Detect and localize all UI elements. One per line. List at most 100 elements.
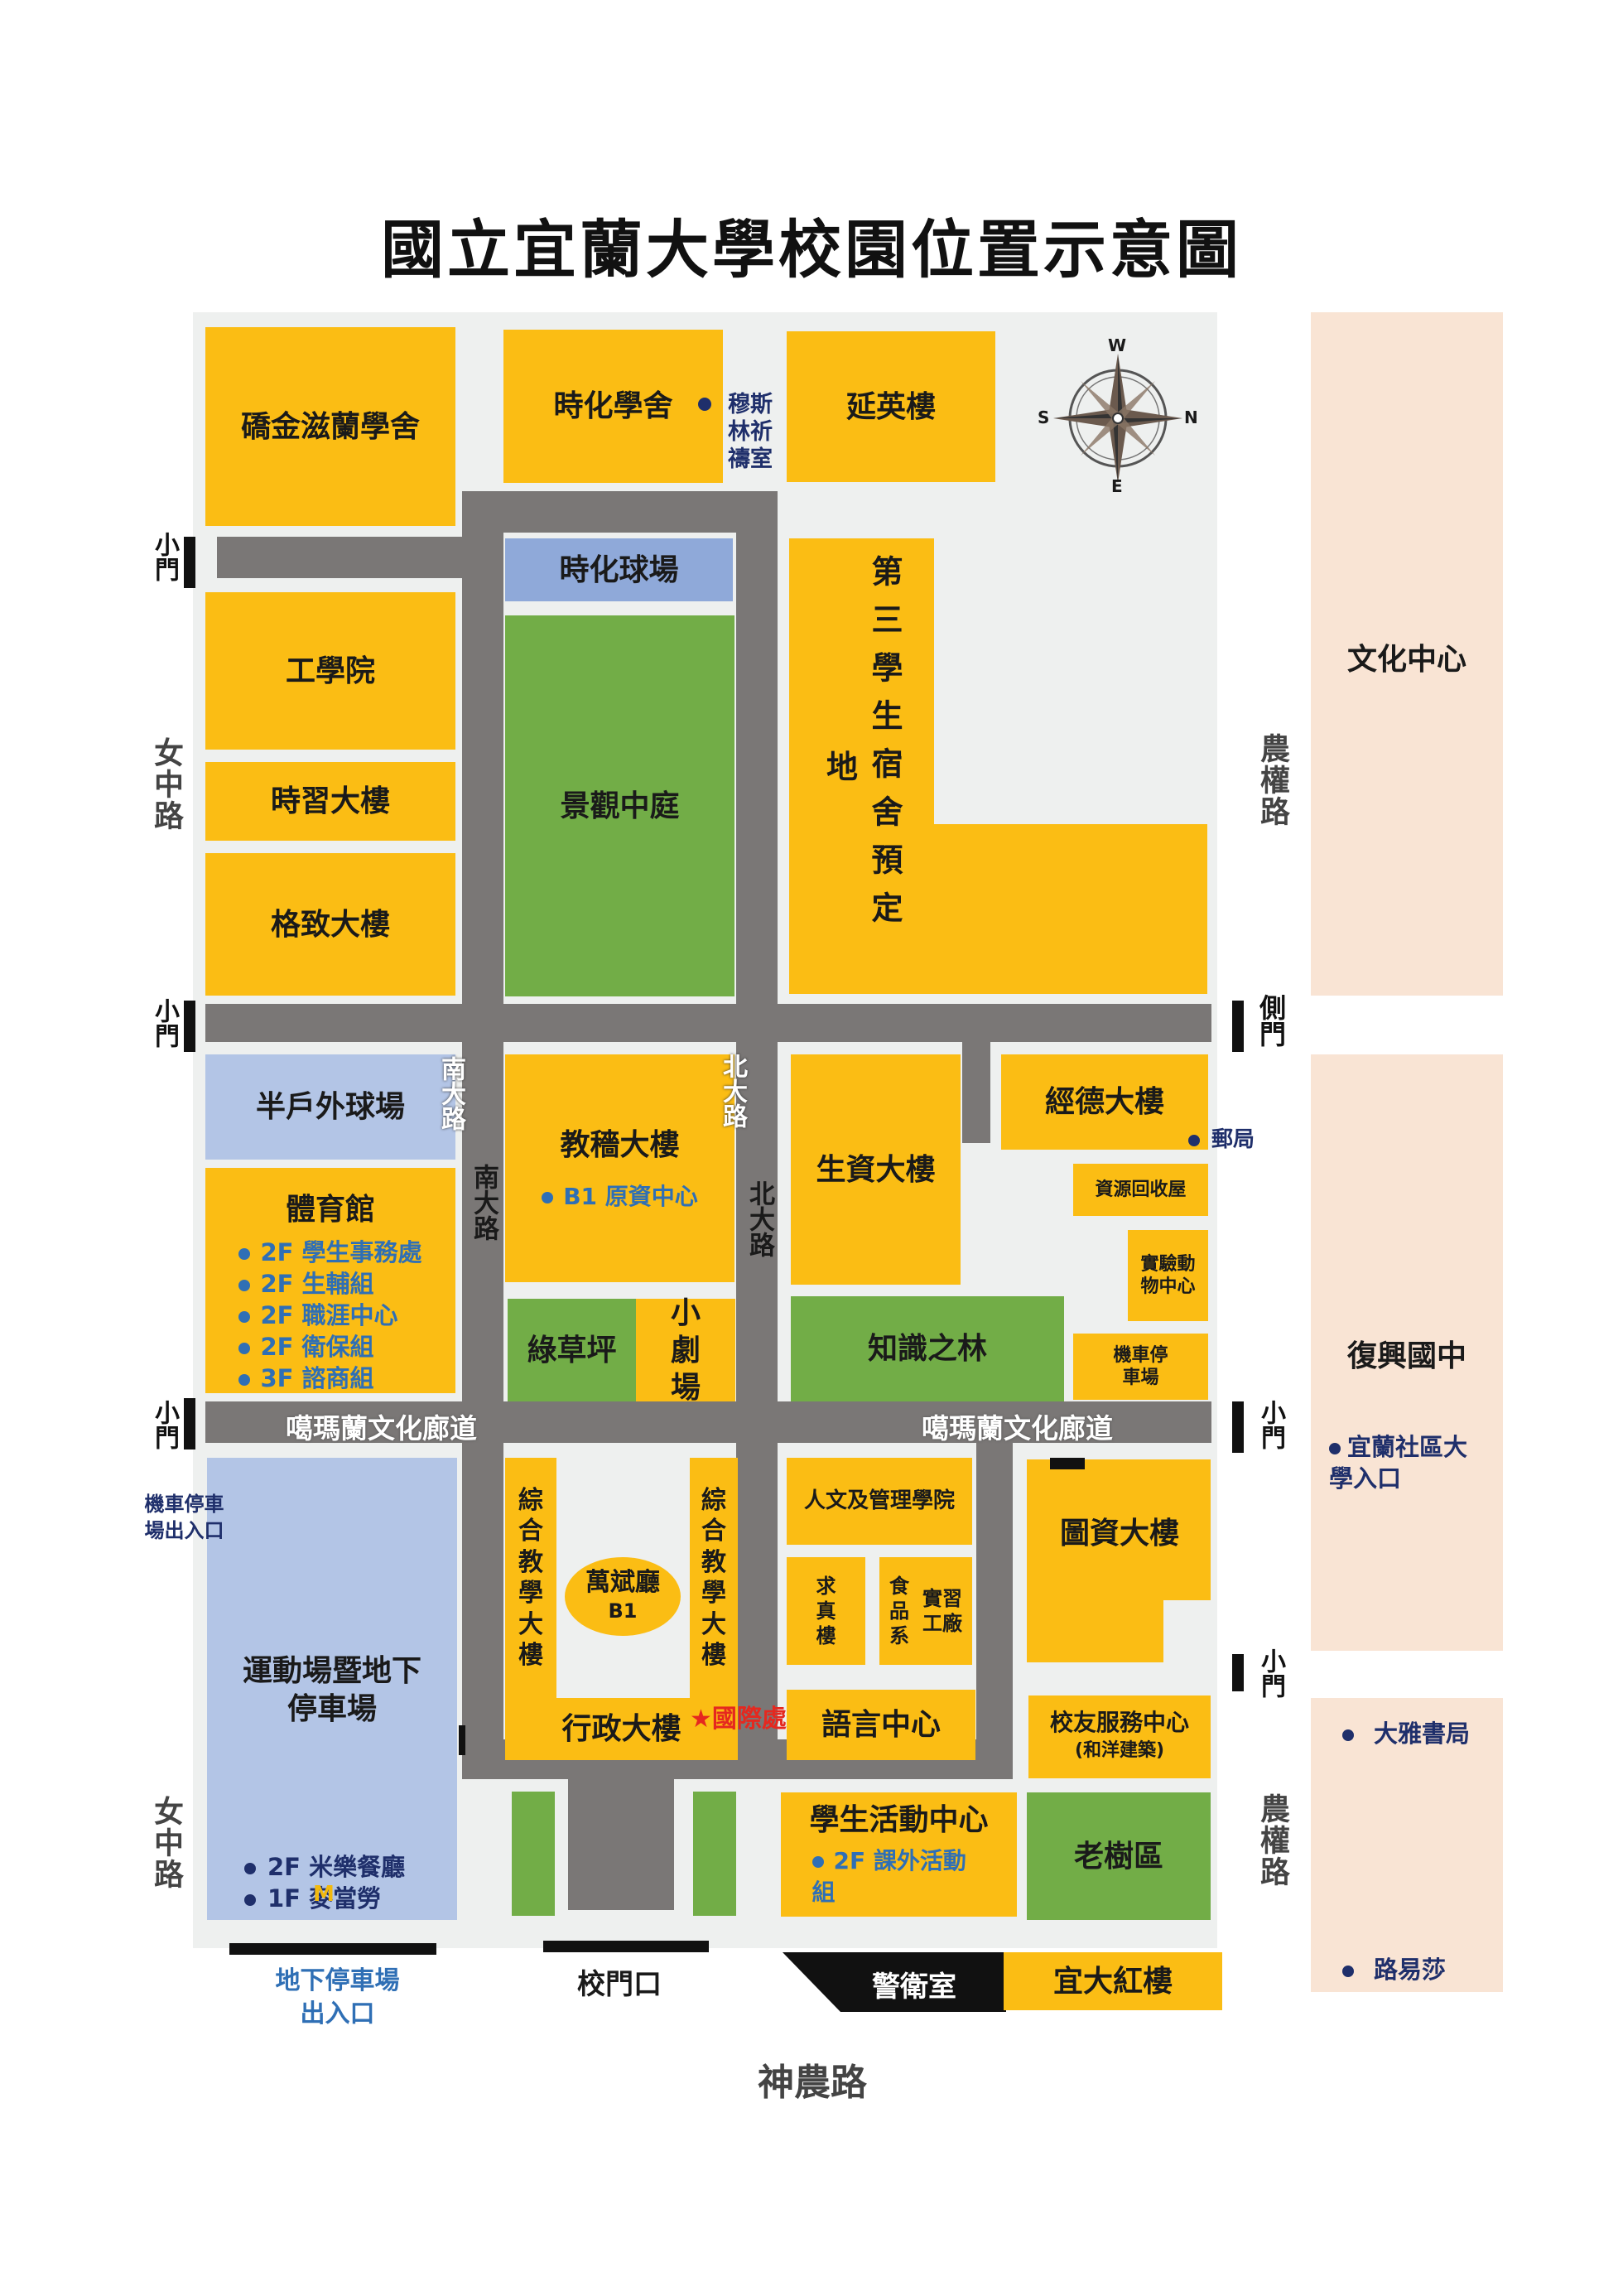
dorm3-label-main: 第三學生宿舍預定 [866, 555, 903, 939]
louisa-cafe[interactable]: 路易莎 [1342, 1951, 1446, 1985]
alumni-title: 校友服務中心 [1049, 1709, 1189, 1736]
moto-parking-exit[interactable]: 機車停車場出入口 [144, 1493, 224, 1542]
road-south-main [462, 491, 503, 1775]
jiaoji-title: 教穡大樓 [560, 1127, 680, 1162]
building-zonghe-east[interactable]: 綜合教學大樓 [690, 1458, 738, 1698]
musi-dot-icon [698, 398, 711, 411]
building-jingde[interactable]: 經德大樓 [1001, 1054, 1208, 1150]
road-top-link [462, 491, 778, 533]
small-gate-west-3[interactable]: 小門 [150, 1400, 179, 1449]
daya-bookstore[interactable]: 大雅書局 [1342, 1715, 1470, 1749]
south-main-road-label-1: 南大路 [436, 1056, 465, 1131]
building-jinzilan-dorm[interactable]: 礄金滋蘭學舍 [205, 327, 455, 526]
gate-bar-underground [229, 1943, 436, 1955]
bullet-icon [238, 1248, 251, 1260]
building-qiuzhen[interactable]: 求真樓 [787, 1557, 865, 1665]
small-gate-east-2[interactable]: 小門 [1256, 1648, 1285, 1698]
stadium-parking[interactable]: 運動場暨地下停車場 2F 米樂餐廳 1F 麥當勞 M [207, 1458, 457, 1920]
shihua-court[interactable]: 時化球場 [505, 538, 733, 601]
gate-bar-west-1 [184, 537, 195, 588]
bullet-icon [238, 1280, 251, 1291]
compass-east-label: E [1111, 476, 1123, 496]
gate-bar-main [543, 1941, 709, 1952]
small-gate-west-1[interactable]: 小門 [150, 532, 179, 581]
guard-room-label: 警衛室 [872, 1970, 956, 2004]
building-shixi[interactable]: 時習大樓 [205, 762, 455, 841]
small-gate-east-1[interactable]: 小門 [1256, 1400, 1285, 1449]
bullet-icon [1329, 1443, 1341, 1454]
road-upper-horizontal [205, 1004, 1211, 1042]
green-lawn[interactable]: 綠草坪 [508, 1299, 636, 1401]
small-gate-west-2[interactable]: 小門 [150, 998, 179, 1048]
underground-parking-exit[interactable]: 地下停車場出入口 [275, 1966, 400, 2028]
practice-label: 實習工廠 [922, 1587, 962, 1635]
jingguan-courtyard[interactable]: 景觀中庭 [505, 615, 734, 996]
red-building[interactable]: 宜大紅樓 [1004, 1952, 1222, 2010]
gym-item-3: 2F 職涯中心 [238, 1300, 421, 1331]
dorm3-site-wide [789, 824, 1207, 994]
post-office[interactable]: 郵局 [1188, 1122, 1255, 1153]
building-alumni[interactable]: 校友服務中心 (和洋建築) [1028, 1695, 1211, 1778]
culture-center[interactable]: 文化中心 [1311, 312, 1503, 996]
building-engineering[interactable]: 工學院 [205, 592, 455, 750]
fuxing-junior-high[interactable]: 復興國中 宜蘭社區大學入口 [1311, 1054, 1503, 1651]
student-activity-center[interactable]: 學生活動中心 2F 課外活動組 [781, 1792, 1017, 1917]
knowledge-forest[interactable]: 知識之林 [791, 1296, 1064, 1401]
north-main-road-label-2: 北大路 [744, 1180, 774, 1257]
old-tree-area[interactable]: 老樹區 [1027, 1792, 1211, 1920]
compass-north-label: N [1184, 408, 1198, 427]
stadium-title: 運動場暨地下停車場 [242, 1654, 421, 1726]
south-main-road-label-2: 南大路 [469, 1164, 498, 1241]
food-label: 食品系 [889, 1575, 909, 1647]
building-language[interactable]: 語言中心 [787, 1690, 975, 1760]
half-outdoor-court[interactable]: 半戶外球場 [205, 1054, 455, 1160]
gym-item-1: 2F 學生事務處 [238, 1237, 422, 1268]
bullet-icon [812, 1855, 824, 1868]
road-main-gate [568, 1777, 674, 1910]
building-gezhi[interactable]: 格致大樓 [205, 853, 455, 996]
dorm3-site[interactable]: 第三學生宿舍預定 地 [789, 538, 1207, 994]
building-shihua-dorm[interactable]: 時化學舍 [503, 330, 723, 483]
library-block-bottom [1027, 1600, 1163, 1662]
recycle-house[interactable]: 資源回收屋 [1073, 1164, 1208, 1216]
gym-title: 體育館 [285, 1193, 375, 1227]
building-gym[interactable]: 體育館 2F 學生事務處 2F 生輔組 2F 職涯中心 2F 衛保組 3F 諮商… [205, 1168, 455, 1393]
wanbin-sub: B1 [608, 1599, 638, 1623]
guard-room[interactable]: 警衛室 [783, 1952, 1006, 2012]
building-admin[interactable]: 行政大樓 [505, 1698, 738, 1760]
moto-parking[interactable]: 機車停車場 [1073, 1334, 1208, 1400]
building-zonghe-west[interactable]: 綜合教學大樓 [505, 1458, 556, 1698]
community-college-entrance: 宜蘭社區大學入口 [1329, 1433, 1468, 1493]
north-main-road-label-1: 北大路 [718, 1054, 747, 1128]
wanbin-hall[interactable]: 萬斌廳 B1 [565, 1557, 681, 1636]
bullet-icon [244, 1863, 256, 1874]
gym-item-4: 2F 衛保組 [238, 1331, 421, 1363]
shop-area: 大雅書局 路易莎 [1311, 1698, 1503, 1992]
stadium-item-2: 1F 麥當勞 [244, 1883, 381, 1914]
library-label: 圖資大樓 [1060, 1517, 1180, 1551]
culture-corridor-label-west: 噶瑪蘭文化廊道 [286, 1412, 477, 1445]
building-food-practice[interactable]: 食品系 實習工廠 [879, 1557, 972, 1665]
small-theater[interactable]: 小劇場 [636, 1296, 735, 1405]
compass-south-label: S [1038, 408, 1050, 427]
nongquan-road-north: 農權路 [1255, 733, 1289, 827]
main-gate-label[interactable]: 校門口 [577, 1968, 662, 2001]
building-library[interactable]: 圖資大樓 [1027, 1459, 1211, 1662]
bullet-icon [1342, 1729, 1354, 1741]
building-yanying[interactable]: 延英樓 [787, 331, 995, 482]
building-humanities[interactable]: 人文及管理學院 [787, 1458, 972, 1545]
musi-prayer-room[interactable]: 穆斯林祈禱室 [728, 392, 773, 472]
gym-item-5: 3F 諮商組 [238, 1363, 421, 1394]
animal-center[interactable]: 實驗動物中心 [1128, 1230, 1208, 1321]
guard-room-shape [783, 1952, 1006, 2012]
student-center-sub: 2F 課外活動組 [812, 1846, 966, 1906]
building-jiaoji[interactable]: 教穡大樓 B1 原資中心 [505, 1054, 734, 1282]
building-shengzi[interactable]: 生資大樓 [791, 1054, 961, 1285]
intl-office[interactable]: ★國際處 [690, 1705, 787, 1734]
green-strip-east [693, 1792, 736, 1916]
side-gate-east[interactable]: 側門 [1255, 994, 1287, 1047]
bullet-icon [238, 1374, 251, 1386]
bullet-icon [1342, 1966, 1354, 1977]
bullet-icon [542, 1191, 554, 1203]
compass-rose-icon [1053, 354, 1182, 483]
